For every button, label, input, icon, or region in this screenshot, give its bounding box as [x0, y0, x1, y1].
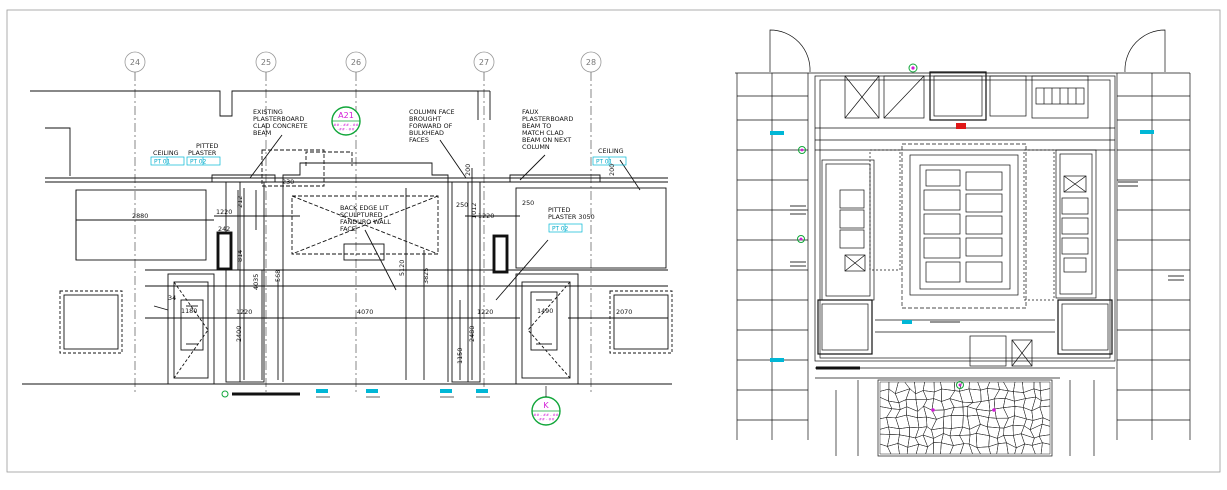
svg-text:BACK EDGE LIT: BACK EDGE LIT [340, 204, 389, 212]
dim-2480: 2480 [468, 326, 476, 342]
dim-1220-a: 1220 [216, 208, 232, 216]
elevation-view[interactable]: 24 25 26 27 28 [22, 51, 673, 426]
svg-text:SCULPTURED: SCULPTURED [340, 211, 383, 219]
plan-markers [770, 63, 1184, 412]
dim-200-b: 200 [608, 164, 616, 176]
svg-text:FANDURO WALL: FANDURO WALL [340, 218, 391, 226]
svg-text:COLUMN: COLUMN [522, 143, 550, 151]
svg-text:FACES: FACES [409, 136, 429, 144]
dim-1490: 1490 [537, 307, 553, 315]
svg-text:PITTED: PITTED [196, 142, 218, 150]
finish-tag-pt01-right[interactable] [592, 156, 627, 166]
dim-5120: 5120 [398, 260, 406, 276]
bottom-tag-markers [221, 389, 490, 398]
dim-4070: 4070 [357, 308, 373, 316]
dim-2070: 2070 [616, 308, 632, 316]
svg-text:BULKHEAD: BULKHEAD [409, 129, 444, 137]
svg-text:PITTED: PITTED [548, 206, 570, 214]
svg-text:-## - ##: -## - ## [538, 418, 555, 422]
svg-text:MATCH CLAD: MATCH CLAD [522, 129, 564, 137]
svg-text:BEAM ON NEXT: BEAM ON NEXT [522, 136, 571, 144]
grid-label-25: 25 [261, 58, 271, 67]
grid-label-24: 24 [130, 58, 140, 67]
plan-view[interactable] [735, 29, 1191, 457]
svg-text:FAUX: FAUX [522, 108, 539, 116]
svg-text:FACE: FACE [340, 225, 356, 233]
grid-line-25[interactable]: 25 [255, 51, 277, 395]
sheet-border [6, 9, 1221, 473]
svg-text:PLASTER: PLASTER [188, 149, 217, 157]
svg-text:## - ## - ##: ## - ## - ## [333, 123, 358, 127]
grid-line-28[interactable]: 28 [580, 51, 602, 395]
svg-text:PT 01: PT 01 [596, 160, 613, 166]
svg-text:EXISTING: EXISTING [253, 108, 283, 116]
finish-tag-group-left[interactable]: PITTED PLASTER CEILING PT 01 PT 02 [150, 142, 221, 166]
svg-text:PLASTER 3050: PLASTER 3050 [548, 213, 595, 221]
finish-tag-pt02[interactable] [186, 156, 221, 166]
dim-2880: 2880 [132, 212, 148, 220]
dim-1220-c: 1220 [236, 308, 252, 316]
finish-tag-group-right[interactable]: CEILING PT 01 PITTED PLASTER 3050 PT 02 [548, 147, 627, 233]
dim-1220-b: 1220 [478, 212, 494, 220]
note-existing-beam[interactable]: EXISTING PLASTERBOARD CLAD CONCRETE BEAM [253, 108, 308, 137]
dim-4035: 4035 [252, 274, 260, 290]
svg-text:PLASTERBOARD: PLASTERBOARD [522, 115, 573, 123]
note-faux-beam[interactable]: FAUX PLASTERBOARD BEAM TO MATCH CLAD BEA… [522, 108, 573, 151]
dim-34: 34 [168, 294, 176, 302]
dim-2400: 2400 [235, 326, 243, 342]
dim-250-a: 250 [456, 201, 468, 209]
grid-label-28: 28 [586, 58, 596, 67]
svg-text:PT 02: PT 02 [190, 160, 207, 166]
svg-text:PT 01: PT 01 [154, 160, 171, 166]
svg-text:CEILING: CEILING [598, 147, 624, 155]
note-column-face[interactable]: COLUMN FACE BROUGHT FORWARD OF BULKHEAD … [409, 108, 455, 144]
dim-212: 212 [236, 196, 244, 208]
svg-text:CEILING: CEILING [153, 149, 179, 157]
dim-1220-d: 1220 [477, 308, 493, 316]
svg-text:PT 02: PT 02 [552, 227, 569, 233]
mosaic-paving [879, 381, 1051, 455]
svg-text:A21: A21 [338, 111, 354, 120]
svg-text:CLAD CONCRETE: CLAD CONCRETE [253, 122, 308, 130]
plan-linework [735, 29, 1191, 457]
grid-line-27[interactable]: 27 [473, 51, 495, 395]
dim-1180: 1180 [181, 307, 197, 315]
dim-1012: 1012 [470, 203, 478, 219]
dim-200: 200 [464, 164, 472, 176]
dim-3825: 3825 [422, 268, 430, 284]
finish-tag-pt02-right[interactable] [548, 223, 583, 233]
dim-250-b: 250 [522, 199, 534, 207]
svg-text:PLASTERBOARD: PLASTERBOARD [253, 115, 304, 123]
elevation-linework [22, 90, 673, 385]
section-callout-k[interactable]: K ## - ## - ## -## - ## [531, 386, 561, 426]
dim-242: 242 [218, 225, 230, 233]
section-callout-a21[interactable]: A21 ## - ## - ## -## - ## [331, 106, 361, 136]
grid-label-27: 27 [479, 58, 489, 67]
grid-line-24[interactable]: 24 [124, 51, 146, 395]
dim-1150: 1150 [456, 348, 464, 364]
dim-568: 568 [274, 270, 282, 282]
svg-text:## - ## - ##: ## - ## - ## [533, 413, 558, 417]
svg-text:BROUGHT: BROUGHT [409, 115, 441, 123]
dim-230: 230 [282, 178, 294, 186]
svg-text:BEAM: BEAM [253, 129, 271, 137]
finish-tag-pt01[interactable] [150, 156, 185, 166]
svg-text:BEAM TO: BEAM TO [522, 122, 551, 130]
svg-text:FORWARD OF: FORWARD OF [409, 122, 453, 130]
svg-text:K: K [543, 401, 549, 410]
dim-814: 814 [236, 250, 244, 262]
svg-text:COLUMN FACE: COLUMN FACE [409, 108, 455, 116]
note-back-edge-lit[interactable]: BACK EDGE LIT SCULPTURED FANDURO WALL FA… [340, 204, 391, 233]
dimension-labels: 2880 1220 212 242 814 4035 568 230 250 2… [132, 164, 632, 364]
grid-label-26: 26 [351, 58, 361, 67]
svg-text:-## - ##: -## - ## [338, 128, 355, 132]
